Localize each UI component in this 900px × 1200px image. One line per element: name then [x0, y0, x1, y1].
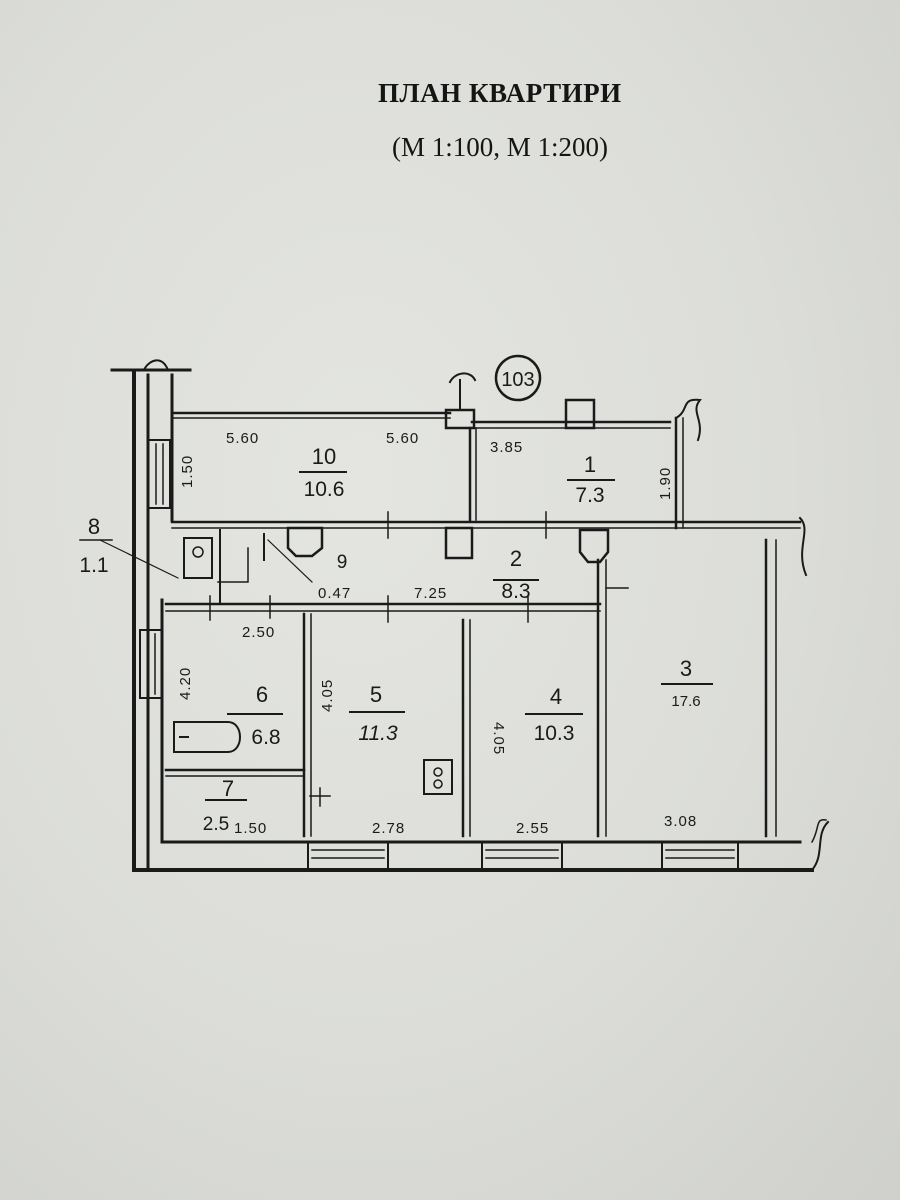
window-bottom-1: [307, 841, 389, 871]
room-3-number: 3: [680, 656, 692, 681]
dim-corridor-length: 7.25: [414, 585, 447, 602]
dim-top-middle: 5.60: [386, 430, 419, 447]
dim-top-left: 5.60: [226, 430, 259, 447]
room-6-number: 6: [256, 682, 268, 707]
room-7-number: 7: [222, 776, 234, 801]
dim-top-right: 3.85: [490, 439, 523, 456]
stove: [423, 759, 453, 795]
dim-corridor-small: 0.47: [318, 585, 351, 602]
room-10-area: 10.6: [304, 478, 345, 501]
apartment-number: 103: [501, 369, 534, 391]
dim-height-room5: 4.05: [319, 679, 336, 712]
scale-note: (М 1:100, М 1:200): [392, 132, 608, 162]
window-bottom-3: [661, 841, 739, 871]
apartment-number-circle: [494, 354, 542, 402]
room-9-number: 9: [337, 552, 348, 573]
room-8-number: 8: [88, 514, 100, 539]
room-10-number: 10: [312, 444, 336, 469]
dim-height-left: 4.20: [177, 667, 194, 700]
room-5-area: 11.3: [358, 722, 398, 745]
room-7-area: 2.5: [203, 814, 229, 835]
room-1-number: 1: [584, 452, 596, 477]
balcony-column-2: [564, 398, 596, 430]
room-1-area: 7.3: [575, 484, 604, 507]
room-2-number: 2: [510, 546, 522, 571]
outer-wall: [132, 370, 814, 872]
window-bottom-2: [481, 841, 563, 871]
dim-bath-width: 2.50: [242, 624, 275, 641]
room-8-area: 1.1: [79, 554, 108, 577]
dim-left-balcony: 1.50: [179, 455, 196, 488]
dim-height-room4: 4.05: [490, 722, 507, 755]
room-4-number: 4: [550, 684, 562, 709]
room-6-area: 6.8: [251, 726, 280, 749]
room-2-area: 8.3: [501, 580, 530, 603]
window-left-upper: [147, 439, 171, 509]
room-3-area: 17.6: [671, 693, 700, 710]
document-title: ПЛАН КВАРТИРИ: [378, 78, 622, 108]
bathtub: [173, 721, 241, 753]
dim-toilet-width: 1.50: [234, 820, 267, 837]
window-left-lower: [139, 629, 163, 699]
dim-room5-width: 2.78: [372, 820, 405, 837]
room-4-area: 10.3: [534, 722, 575, 745]
dim-right-balcony: 1.90: [657, 467, 674, 500]
dim-room4-width: 2.55: [516, 820, 549, 837]
room-5-number: 5: [370, 682, 382, 707]
dim-room3-width: 3.08: [664, 813, 697, 830]
wall-break-mark: [143, 359, 170, 372]
